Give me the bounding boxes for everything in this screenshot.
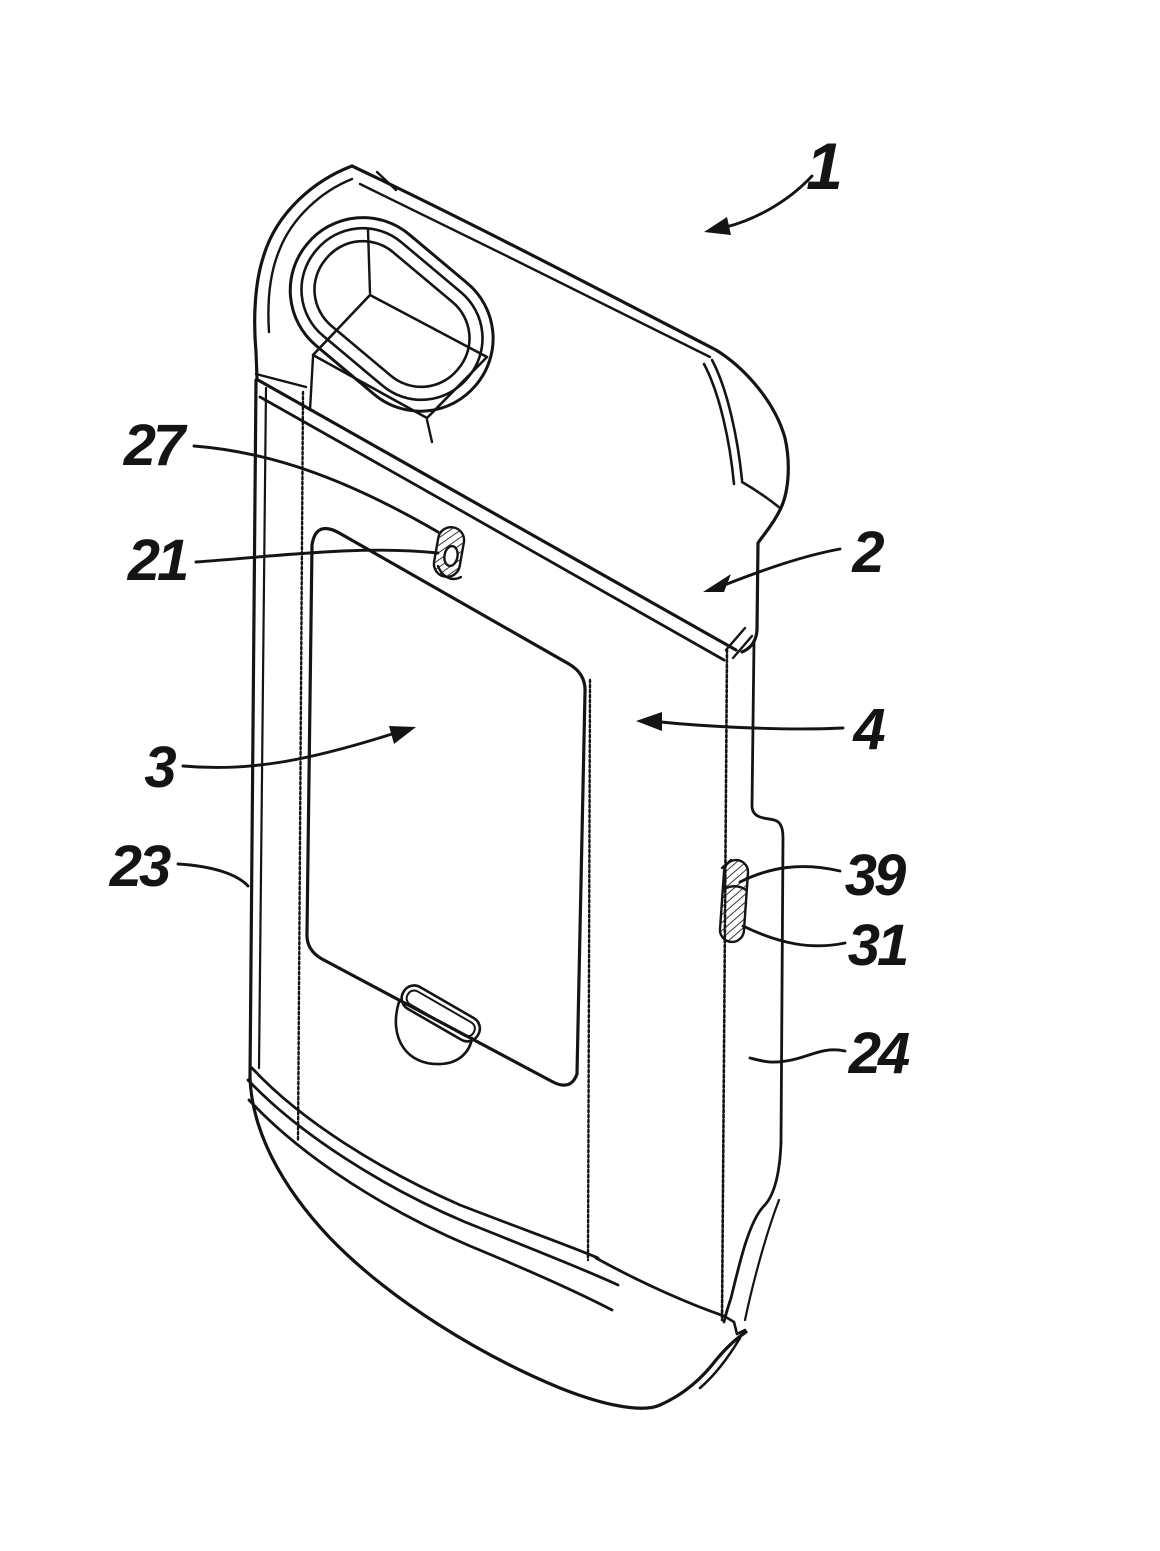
leader-1 xyxy=(724,174,814,229)
arrowhead-4 xyxy=(636,712,662,731)
screen-window-outline xyxy=(305,526,587,1087)
top-switch-shadow xyxy=(436,564,463,581)
top-cover-top-edge xyxy=(350,164,718,352)
back-shell-corner xyxy=(722,1141,783,1324)
left-sidewall-outer-edge xyxy=(248,378,258,1080)
back-shell-corner-inner xyxy=(743,1198,781,1322)
back-shell-right-edge xyxy=(750,640,785,1145)
bottom-outer-silhouette xyxy=(248,1076,748,1410)
cover-body-seam-lower xyxy=(258,395,726,662)
front-left-fold xyxy=(296,390,305,1142)
ref-label-2: 2 xyxy=(852,520,884,585)
leader-27 xyxy=(192,444,440,534)
camera-rim-inner xyxy=(313,239,471,389)
ref-label-27: 27 xyxy=(123,413,185,478)
top-cover-right-end xyxy=(714,348,790,654)
bottom-notch xyxy=(722,1314,747,1336)
top-switch xyxy=(432,525,466,581)
seam-right-tick-b xyxy=(731,634,754,660)
camera-recess-edge-bottom xyxy=(425,418,434,444)
leader-4 xyxy=(659,720,845,731)
ref-label-21: 21 xyxy=(127,528,189,593)
top-cover-corner-tick xyxy=(375,170,398,192)
cover-body-seam-upper xyxy=(256,378,738,652)
leader-3 xyxy=(181,732,394,769)
ref-label-24: 24 xyxy=(848,1021,910,1086)
top-cover-right-face-edge-b xyxy=(702,362,736,486)
bottom-chin-edge xyxy=(594,1256,726,1318)
front-right-fold xyxy=(586,678,592,1262)
arrowhead-2 xyxy=(703,574,731,592)
camera-opening xyxy=(288,216,495,444)
camera-recess-edge-top xyxy=(366,228,372,295)
bottom-rim-curve-3 xyxy=(247,1098,614,1312)
leader-39 xyxy=(738,865,842,884)
ref-label-3: 3 xyxy=(144,735,176,800)
ref-label-23: 23 xyxy=(109,834,171,899)
bottom-plate-bevel xyxy=(698,1336,742,1390)
top-cover-right-face-bottom xyxy=(740,480,782,510)
ref-label-39: 39 xyxy=(844,843,906,908)
side-button-divider xyxy=(721,885,748,892)
ref-label-1: 1 xyxy=(806,129,843,203)
home-slot-inner xyxy=(405,989,476,1038)
side-button-body xyxy=(718,858,750,944)
home-slot-bulge xyxy=(394,1000,474,1066)
home-slot-outer xyxy=(400,984,482,1043)
case-body xyxy=(248,378,785,1324)
top-cover-left-arc xyxy=(253,164,354,380)
bottom-cap xyxy=(246,1066,748,1410)
ref-label-31: 31 xyxy=(847,913,909,978)
side-button-top-tip xyxy=(720,858,733,870)
arrowhead-1 xyxy=(704,217,731,235)
top-cover-inner-left-arc xyxy=(267,177,354,334)
top-switch-hole xyxy=(443,544,459,568)
seam-left-step xyxy=(254,372,308,389)
seam-right-tick-a xyxy=(724,626,747,652)
bottom-rim-curve-2 xyxy=(246,1078,620,1287)
leader-23 xyxy=(176,862,250,888)
leader-21 xyxy=(194,548,440,564)
ref-label-4: 4 xyxy=(853,697,885,762)
top-cover-right-face-edge-a xyxy=(710,358,744,482)
leader-24 xyxy=(748,1048,847,1064)
leader-2 xyxy=(725,547,842,586)
camera-rim-outer xyxy=(288,216,495,413)
camera-recess-edge-left xyxy=(308,355,315,412)
leader-lines xyxy=(176,174,847,1064)
top-cover-top-edge-inner xyxy=(358,182,712,359)
front-shell-right-edge xyxy=(720,648,729,1322)
left-sidewall-inner-edge xyxy=(257,386,268,1070)
arrowhead-3 xyxy=(389,726,416,744)
bottom-rim-curve-1 xyxy=(250,1066,600,1260)
camera-recess-floor xyxy=(311,293,489,420)
side-button xyxy=(718,858,750,944)
leader-31 xyxy=(741,924,847,948)
top-cover xyxy=(253,164,790,662)
